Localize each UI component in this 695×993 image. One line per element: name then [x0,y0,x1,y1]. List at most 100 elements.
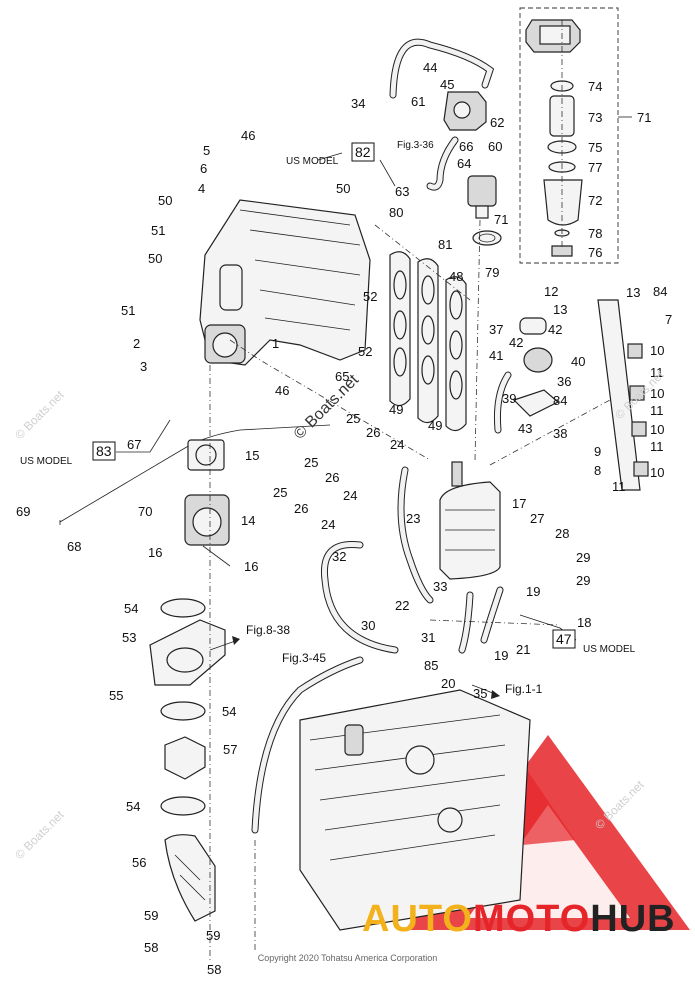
callout-73: 73 [588,110,602,125]
brand-part-auto: AUTO [362,898,473,940]
fuel-filter-group-box [519,7,619,264]
callout-49: 49 [389,402,403,417]
callout-30: 30 [361,618,375,633]
callout-26: 26 [366,425,380,440]
watermark-2: © Boats.net [291,371,363,443]
callout-10: 10 [650,343,664,358]
watermark-4: © Boats.net [592,777,647,832]
note-fig-3-45: Fig.3-45 [282,651,326,665]
callout-54: 54 [126,799,140,814]
callout-50: 50 [148,251,162,266]
throttle-body-14 [184,494,230,546]
callout-25: 25 [273,485,287,500]
callout-78: 78 [588,226,602,241]
callout-33: 33 [433,579,447,594]
intake-manifold [199,199,371,366]
callout-28: 28 [555,526,569,541]
callout-9: 9 [594,444,601,459]
note-fig-1-1: Fig.1-1 [505,682,543,696]
gasket-49a [389,251,411,407]
callout-34: 34 [351,96,365,111]
callout-6: 6 [200,161,207,176]
callout-64: 64 [457,156,471,171]
callout-71: 71 [637,110,651,125]
vapor-separator-17 [439,461,501,580]
callout-53: 53 [122,630,136,645]
callout-50: 50 [336,181,350,196]
callout-14: 14 [241,513,255,528]
callout-49: 49 [428,418,442,433]
callout-70: 70 [138,504,152,519]
clamp-79 [472,230,502,246]
callout-85: 85 [424,658,438,673]
callout-42: 42 [509,335,523,350]
brand-wordmark: AUTOMOTOHUB [362,898,676,941]
callout-25: 25 [346,411,360,426]
callout-41: 41 [489,348,503,363]
callout-17: 17 [512,496,526,511]
callout-76: 76 [588,245,602,260]
callout-29: 29 [576,550,590,565]
callout-35: 35 [473,686,487,701]
callout-22: 22 [395,598,409,613]
callout-54: 54 [124,601,138,616]
boxed-ref-83: 83 [92,441,116,461]
callout-16: 16 [244,559,258,574]
callout-69: 69 [16,504,30,519]
filter-bowl-72 [543,179,583,226]
callout-11: 11 [650,439,664,454]
callout-43: 43 [518,421,532,436]
svg-text:82: 82 [355,144,371,160]
callout-36: 36 [557,374,571,389]
callout-31: 31 [421,630,435,645]
o-ring-54c [160,796,206,816]
gasket-15 [187,439,225,471]
svg-text:83: 83 [96,443,112,459]
callout-15: 15 [245,448,259,463]
callout-11: 11 [650,365,664,380]
fuel-pump-60 [443,91,487,131]
callout-3: 3 [140,359,147,374]
callout-63: 63 [395,184,409,199]
callout-52: 52 [358,344,372,359]
o-ring-54a [160,598,206,618]
callout-56: 56 [132,855,146,870]
drain-plug-76 [551,245,573,257]
callout-8: 8 [594,463,601,478]
copyright-text: Copyright 2020 Tohatsu America Corporati… [257,953,438,963]
callout-44: 44 [423,60,437,75]
callout-4: 4 [198,181,205,196]
callout-66: 66 [459,139,473,154]
callout-16: 16 [148,545,162,560]
callout-1: 1 [272,336,279,351]
callout-68: 68 [67,539,81,554]
callout-18: 18 [577,615,591,630]
note-us-model-2: US MODEL [20,456,73,467]
gasket-48 [417,258,439,424]
fuel-rail [597,299,649,491]
callout-37: 37 [489,322,503,337]
callout-5: 5 [203,143,210,158]
callout-84: 84 [653,284,667,299]
note-us-model-3: US MODEL [583,644,636,655]
sensor-71 [467,175,497,219]
svg-text:47: 47 [556,631,572,647]
callout-55: 55 [109,688,123,703]
callout-79: 79 [485,265,499,280]
callout-29: 29 [576,573,590,588]
callout-27: 27 [530,511,544,526]
callout-80: 80 [389,205,403,220]
callout-10: 10 [650,465,664,480]
callout-67: 67 [127,437,141,452]
fuel-filter-cap [525,19,581,53]
bracket-38 [512,389,560,417]
watermark-3: © Boats.net [12,807,67,862]
callout-71: 71 [494,212,508,227]
note-us-model-1: US MODEL [286,156,339,167]
callout-77: 77 [588,160,602,175]
callout-10: 10 [650,422,664,437]
callout-52: 52 [363,289,377,304]
callout-74: 74 [588,79,602,94]
callout-81: 81 [438,237,452,252]
